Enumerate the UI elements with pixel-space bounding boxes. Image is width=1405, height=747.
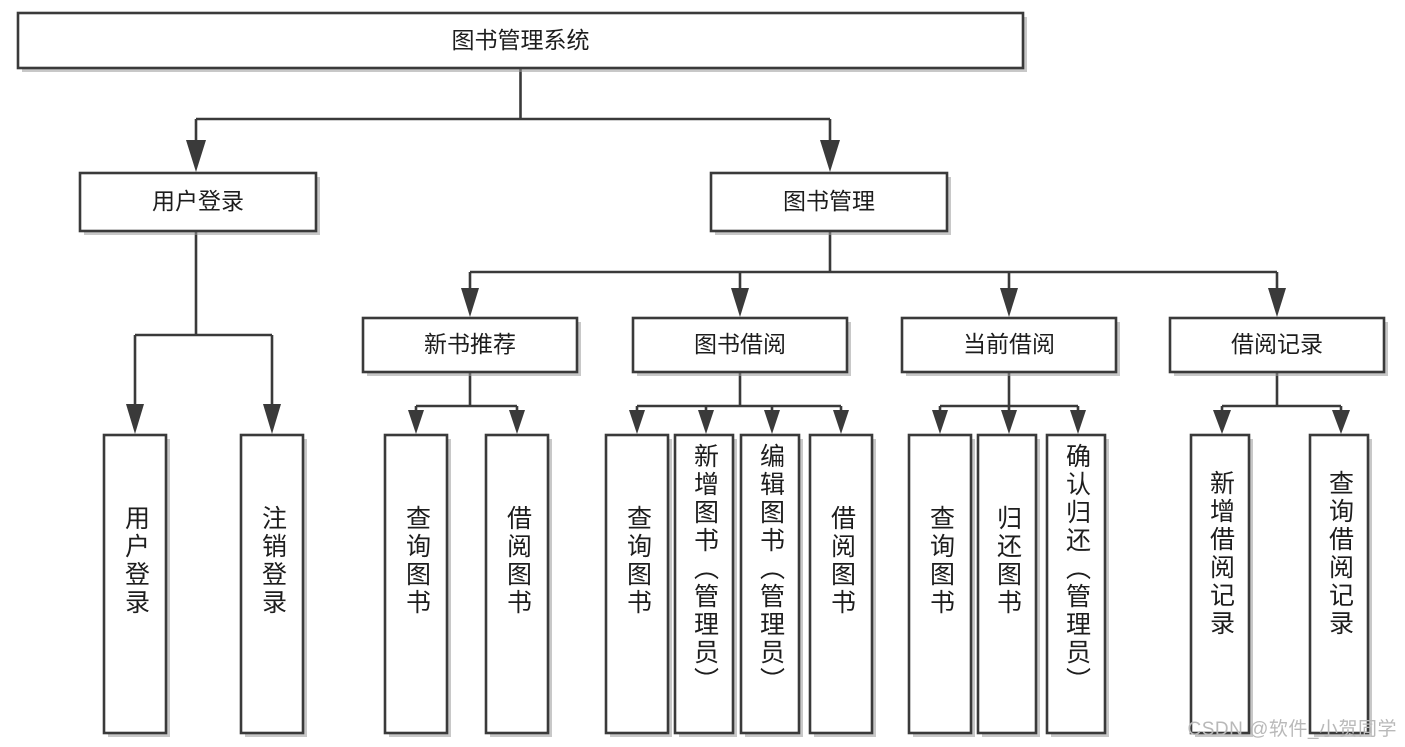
borrow-record-node-box[interactable]	[1168, 316, 1386, 374]
arrow-leaf-borrow-book-2	[833, 410, 849, 434]
arrow-leaf-query-book-3	[932, 410, 948, 434]
arrow-leaf-user-logout	[263, 404, 281, 434]
leaf-return-book-box[interactable]	[976, 433, 1038, 735]
arrow-leaf-query-record	[1332, 410, 1350, 434]
leaf-query-book-3-box[interactable]	[907, 433, 973, 735]
leaf-edit-book-box[interactable]	[739, 433, 801, 735]
arrow-leaf-add-book	[698, 410, 714, 434]
current-borrow-node-label: 当前借阅	[963, 331, 1055, 357]
user-login-node-label: 用户登录	[152, 188, 244, 214]
arrow-leaf-query-book-1	[408, 410, 424, 434]
current-borrow-node-box[interactable]	[900, 316, 1118, 374]
leaf-query-book-1-box[interactable]	[383, 433, 449, 735]
arrow-leaf-borrow-book-1	[509, 410, 525, 434]
leaf-query-record-box[interactable]	[1308, 433, 1370, 735]
borrow-record-node-label: 借阅记录	[1231, 331, 1323, 357]
book-management-node-box[interactable]	[709, 171, 949, 233]
leaf-confirm-return-box[interactable]	[1045, 433, 1107, 735]
arrow-leaf-edit-book	[764, 410, 780, 434]
user-login-node-box[interactable]	[78, 171, 318, 233]
new-book-recommend-node-label: 新书推荐	[424, 331, 516, 357]
arrow-current-borrow	[1000, 288, 1018, 317]
arrow-leaf-add-record	[1213, 410, 1231, 434]
arrow-book-management	[820, 140, 840, 172]
arrow-user-login	[186, 140, 206, 172]
arrow-leaf-user-login	[126, 404, 144, 434]
book-management-node-label: 图书管理	[783, 188, 875, 214]
book-borrow-node-label: 图书借阅	[694, 331, 786, 357]
leaf-user-login-box[interactable]	[102, 433, 168, 735]
arrow-leaf-confirm-return	[1070, 410, 1086, 434]
leaf-borrow-book-1-box[interactable]	[484, 433, 550, 735]
new-book-recommend-node-box[interactable]	[361, 316, 579, 374]
leaf-borrow-book-2-box[interactable]	[808, 433, 874, 735]
root-node-label: 图书管理系统	[452, 27, 590, 53]
root-node-box[interactable]	[16, 11, 1025, 70]
book-borrow-node-box[interactable]	[631, 316, 849, 374]
leaf-add-book-box[interactable]	[673, 433, 735, 735]
arrow-book-borrow	[731, 288, 749, 317]
leaf-query-book-2-box[interactable]	[604, 433, 670, 735]
leaf-add-record-box[interactable]	[1189, 433, 1251, 735]
arrow-leaf-return-book	[1001, 410, 1017, 434]
node-layer: 图书管理系统 用户登录 图书管理 新书推荐 图书借阅 当前借阅 借阅记录	[16, 11, 1388, 737]
arrow-new-book-recommend	[461, 288, 479, 317]
connector-layer	[126, 68, 1350, 434]
arrow-borrow-record	[1268, 288, 1286, 317]
leaf-user-logout-box[interactable]	[239, 433, 305, 735]
arrow-leaf-query-book-2	[629, 410, 645, 434]
